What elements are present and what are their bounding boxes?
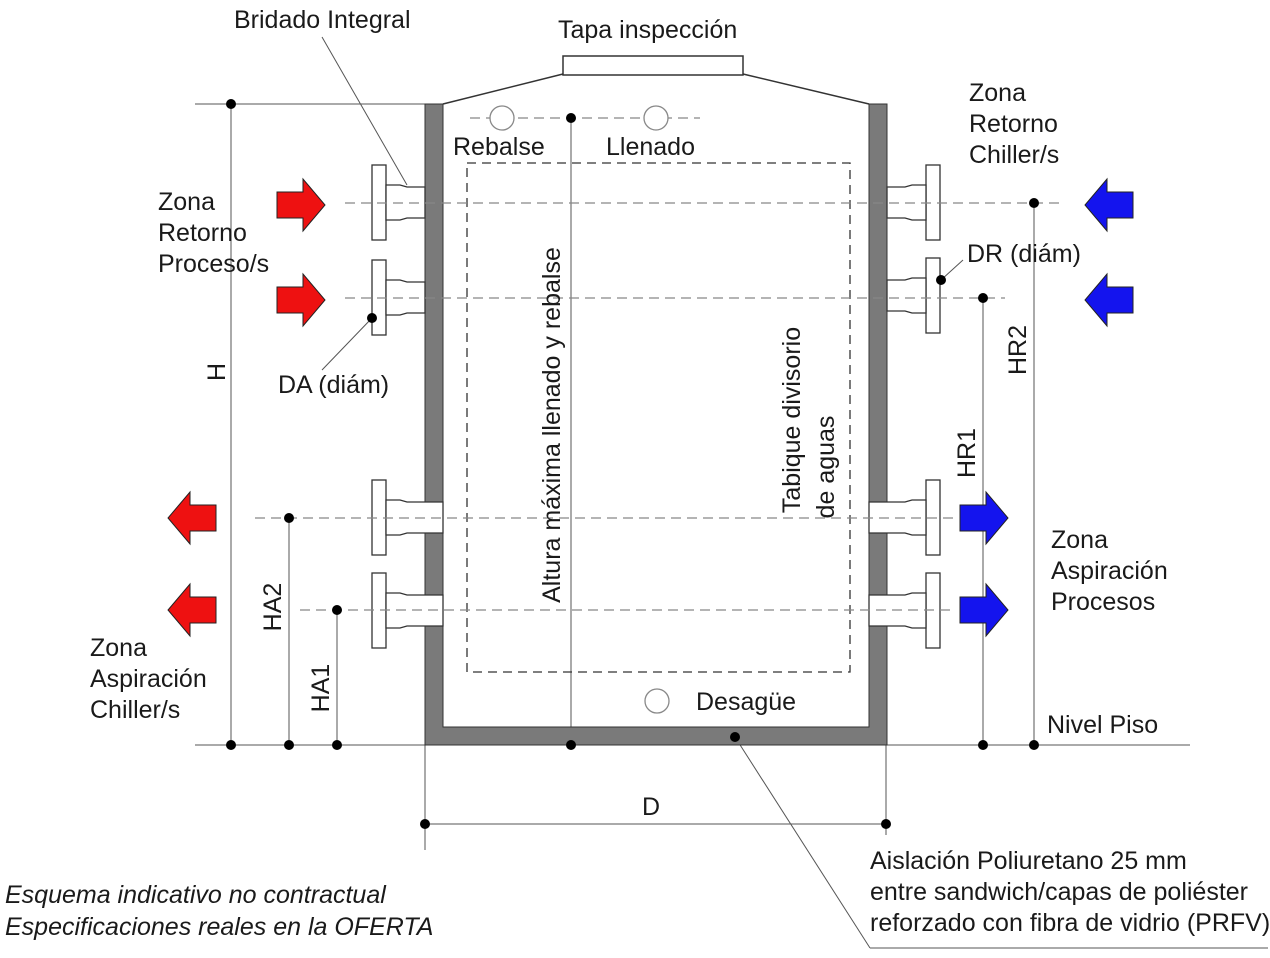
label-aspiracion-procesos-1: Zona: [1051, 526, 1108, 554]
drain-port: [644, 688, 670, 714]
label-hr1: HR1: [953, 428, 981, 478]
dimension-dots: [226, 99, 1039, 829]
red-arrow-in-1: [276, 178, 326, 232]
tank: [424, 55, 888, 746]
overflow-port: [489, 105, 515, 131]
fill-port: [643, 105, 669, 131]
label-d: D: [642, 793, 660, 821]
label-aspiracion-procesos-3: Procesos: [1051, 588, 1155, 616]
label-aspiracion-chiller-1: Zona: [90, 634, 147, 662]
label-rebalse: Rebalse: [453, 133, 545, 161]
label-retorno-proceso-2: Retorno: [158, 219, 247, 247]
red-arrow-out-1: [167, 491, 217, 545]
blue-arrow-in-1: [1084, 178, 1134, 232]
blue-arrow-out-1: [959, 491, 1009, 545]
labels: Bridado Integral Tapa inspección Rebalse…: [5, 6, 1270, 941]
nozzle-left-3: [371, 479, 444, 556]
label-tabique-1: Tabique divisorio: [778, 327, 806, 513]
label-desague: Desagüe: [696, 688, 796, 716]
label-retorno-chiller-1: Zona: [969, 79, 1026, 107]
label-da: DA (diám): [278, 371, 389, 399]
water-divider: [466, 162, 851, 673]
reference-lines: [195, 36, 1268, 949]
tank-roof: [442, 73, 870, 105]
label-aspiracion-chiller-2: Aspiración: [90, 665, 207, 693]
label-retorno-chiller-2: Retorno: [969, 110, 1058, 138]
label-ha2: HA2: [259, 583, 287, 632]
label-llenado: Llenado: [606, 133, 695, 161]
label-tapa: Tapa inspección: [558, 16, 737, 44]
blue-arrow-in-2: [1084, 273, 1134, 327]
note-line-2: Especificaciones reales en la OFERTA: [5, 913, 433, 941]
label-nivel-piso: Nivel Piso: [1047, 711, 1158, 739]
label-retorno-chiller-3: Chiller/s: [969, 141, 1059, 169]
label-retorno-proceso-3: Proceso/s: [158, 250, 269, 278]
red-arrow-in-2: [276, 273, 326, 327]
nozzle-right-1: [886, 164, 941, 241]
note-line-1: Esquema indicativo no contractual: [5, 881, 387, 909]
label-h: H: [203, 363, 231, 381]
red-arrow-out-2: [167, 583, 217, 637]
label-altura: Altura máxima llenado y rebalse: [538, 247, 566, 603]
label-ha1: HA1: [307, 664, 335, 713]
blue-arrow-out-2: [959, 583, 1009, 637]
nozzle-axes: [255, 202, 1060, 611]
label-aislacion-1: Aislación Poliuretano 25 mm: [870, 847, 1187, 875]
label-tabique-2: de aguas: [812, 416, 840, 519]
label-retorno-proceso-1: Zona: [158, 188, 215, 216]
label-aislacion-2: entre sandwich/capas de poliéster: [870, 878, 1248, 906]
tank-wall: [424, 103, 888, 746]
nozzle-right-2: [886, 257, 941, 334]
nozzles: [371, 164, 941, 649]
label-bridado: Bridado Integral: [234, 6, 411, 34]
inspection-lid: [562, 55, 744, 76]
label-aspiracion-chiller-3: Chiller/s: [90, 696, 180, 724]
label-aspiracion-procesos-2: Aspiración: [1051, 557, 1168, 585]
label-dr: DR (diám): [967, 240, 1081, 268]
label-aislacion-3: reforzado con fibra de vidrio (PRFV): [870, 909, 1270, 937]
label-hr2: HR2: [1004, 325, 1032, 375]
